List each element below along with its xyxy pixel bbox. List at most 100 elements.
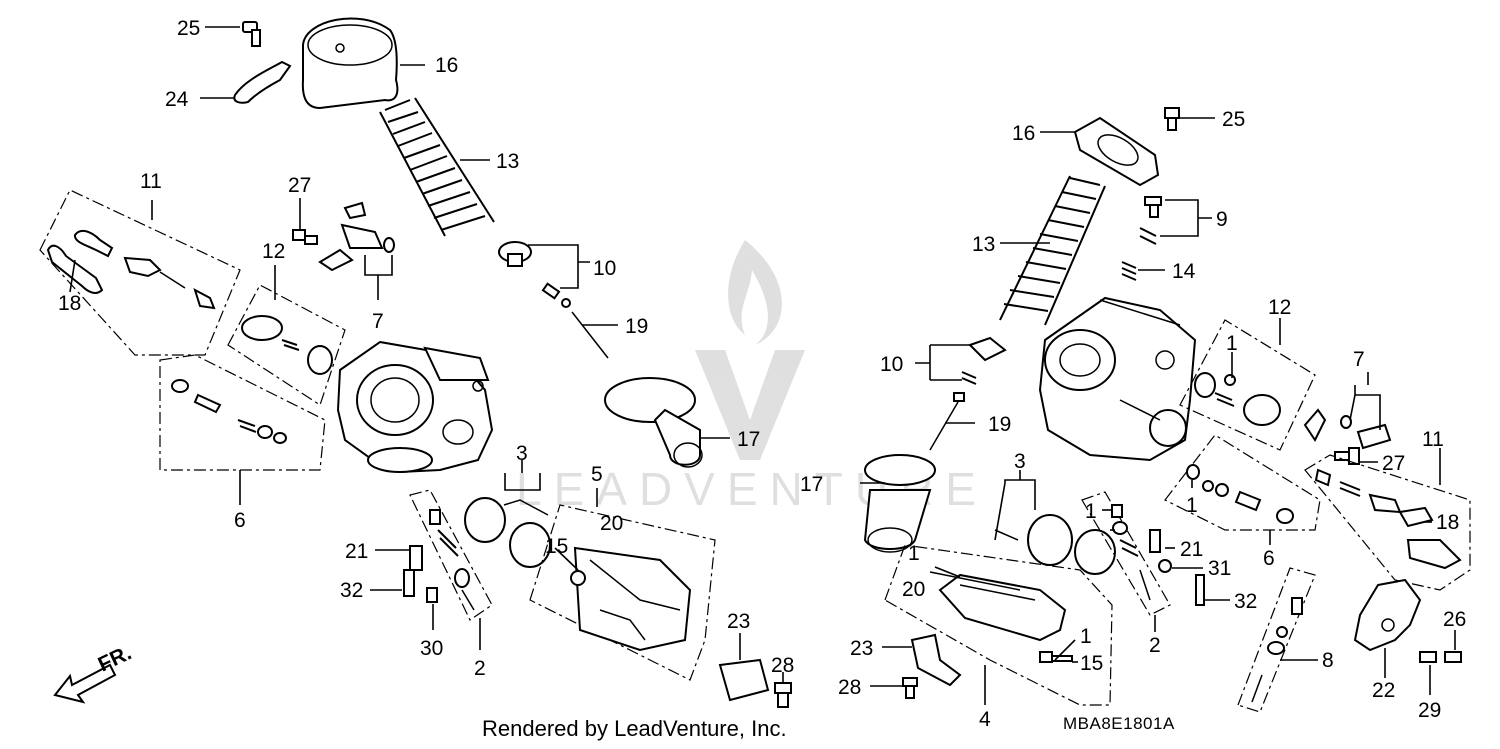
group-box-2-right xyxy=(1081,491,1171,616)
group-box-11-left xyxy=(39,189,241,356)
fitting-7-left xyxy=(318,201,395,272)
carburetor-body-left xyxy=(336,340,494,474)
jets-2-left xyxy=(429,509,475,611)
callout-16-right: 16 xyxy=(1012,122,1035,145)
bracket-22-right xyxy=(1353,578,1422,652)
callout-12-left: 12 xyxy=(262,240,285,263)
pilot-screw-6-right xyxy=(1186,464,1294,524)
callout-17-right: 17 xyxy=(800,473,823,496)
callout-15-left: 15 xyxy=(545,535,568,558)
callout-13-right: 13 xyxy=(972,233,995,256)
screw-29-right xyxy=(1419,651,1437,663)
carburetor-body-right xyxy=(1038,296,1197,462)
right-callouts: 25 16 9 13 14 12 1 10 7 19 11 27 3 17 1 … xyxy=(800,108,1466,731)
needle-jet-32-right xyxy=(1195,574,1205,606)
front-direction-arrow xyxy=(53,663,117,704)
clip-23-left xyxy=(718,658,770,702)
right-carburetor-assembly xyxy=(863,107,1471,713)
callout-23-right: 23 xyxy=(850,637,873,660)
air-screw-set-11-left xyxy=(46,229,216,310)
screw-9-right xyxy=(1139,196,1162,245)
group-box-12-left xyxy=(227,284,346,406)
group-box-5-left xyxy=(529,504,716,681)
pilot-screw-6-left xyxy=(171,379,287,444)
callout-11-right: 11 xyxy=(1422,428,1444,451)
callout-7-left: 7 xyxy=(372,310,384,333)
jet-needle-19-right xyxy=(929,392,965,451)
right-leaders xyxy=(860,117,1456,705)
needle-holder-10-right xyxy=(961,336,1007,385)
top-cover-16-left xyxy=(301,17,399,110)
callout-10-left: 10 xyxy=(593,257,616,280)
main-jet-21-left xyxy=(409,545,423,571)
slow-jet-30-left xyxy=(426,587,438,603)
screw-26-right xyxy=(1444,651,1462,663)
callout-31-right: 31 xyxy=(1208,557,1231,580)
callout-16-left: 16 xyxy=(435,54,458,77)
group-box-2-left xyxy=(409,489,493,621)
bracket-24-left xyxy=(233,60,292,104)
fitting-7-right xyxy=(1303,408,1392,450)
clip-23-right xyxy=(910,633,962,687)
callout-5-left: 5 xyxy=(591,463,603,486)
callout-2-right: 2 xyxy=(1149,634,1161,657)
callout-28-right: 28 xyxy=(838,676,861,699)
callout-10-right: 10 xyxy=(880,353,903,376)
callout-20-left: 20 xyxy=(600,512,623,535)
callout-21-left: 21 xyxy=(345,540,368,563)
float-3-left xyxy=(464,497,551,568)
callout-6-right: 6 xyxy=(1263,547,1275,570)
callout-1e-right: 1 xyxy=(1080,625,1092,648)
callout-27-right: 27 xyxy=(1382,452,1405,475)
callout-28-left: 28 xyxy=(771,654,794,677)
callout-22-right: 22 xyxy=(1372,679,1395,702)
callout-29-right: 29 xyxy=(1418,699,1441,722)
callout-9-right: 9 xyxy=(1216,208,1228,231)
needle-jet-32-left xyxy=(403,569,415,597)
callout-11-left: 11 xyxy=(140,170,162,193)
callout-12-right: 12 xyxy=(1268,296,1291,319)
accelerator-pump-12-left xyxy=(241,315,333,375)
footer-credit: Rendered by LeadVenture, Inc. xyxy=(482,716,787,741)
spring-14-right xyxy=(1121,261,1137,281)
callout-30-left: 30 xyxy=(420,637,443,660)
callout-14-right: 14 xyxy=(1172,260,1196,283)
callout-32-left: 32 xyxy=(340,579,363,602)
left-carburetor-assembly xyxy=(39,17,792,708)
diagram-code: MBA8E1801A xyxy=(1063,714,1175,733)
watermark-logo xyxy=(695,240,805,460)
callout-8-right: 8 xyxy=(1322,649,1334,672)
jets-2-right xyxy=(1111,504,1151,601)
callout-1a-right: 1 xyxy=(1226,332,1238,355)
callout-13-left: 13 xyxy=(496,150,519,173)
screw-27-right xyxy=(1334,447,1360,465)
screw-25-left xyxy=(242,21,261,47)
callout-18-left: 18 xyxy=(58,292,81,315)
callout-17-left: 17 xyxy=(737,428,760,451)
group-box-6-left xyxy=(159,354,326,471)
float-chamber-20-right xyxy=(929,571,1067,642)
jet-31-right xyxy=(1158,559,1172,573)
air-screw-set-11-right xyxy=(1314,468,1462,570)
callout-6-left: 6 xyxy=(234,509,246,532)
callout-1c-right: 1 xyxy=(1085,500,1097,523)
callout-19-right: 19 xyxy=(988,413,1011,436)
float-chamber-20-left xyxy=(573,546,692,652)
callout-1d-right: 1 xyxy=(908,542,920,565)
callout-4-right: 4 xyxy=(979,708,991,731)
callout-7-right: 7 xyxy=(1353,348,1365,371)
vacuum-piston-17-right xyxy=(863,454,936,553)
screw-25-right xyxy=(1164,107,1180,131)
float-3-right xyxy=(994,514,1116,575)
callout-23-left: 23 xyxy=(727,610,750,633)
callout-20-right: 20 xyxy=(902,578,925,601)
needle-holder-10-left xyxy=(498,241,532,267)
spring-13-right xyxy=(999,175,1106,326)
callout-18-right: 18 xyxy=(1436,511,1459,534)
vacuum-piston-17-left xyxy=(604,377,703,468)
group-box-4-right xyxy=(884,544,1113,706)
group-box-8-right xyxy=(1237,567,1316,713)
group-box-11-right xyxy=(1304,454,1471,591)
callout-19-left: 19 xyxy=(625,315,648,338)
callout-32-right: 32 xyxy=(1234,590,1257,613)
